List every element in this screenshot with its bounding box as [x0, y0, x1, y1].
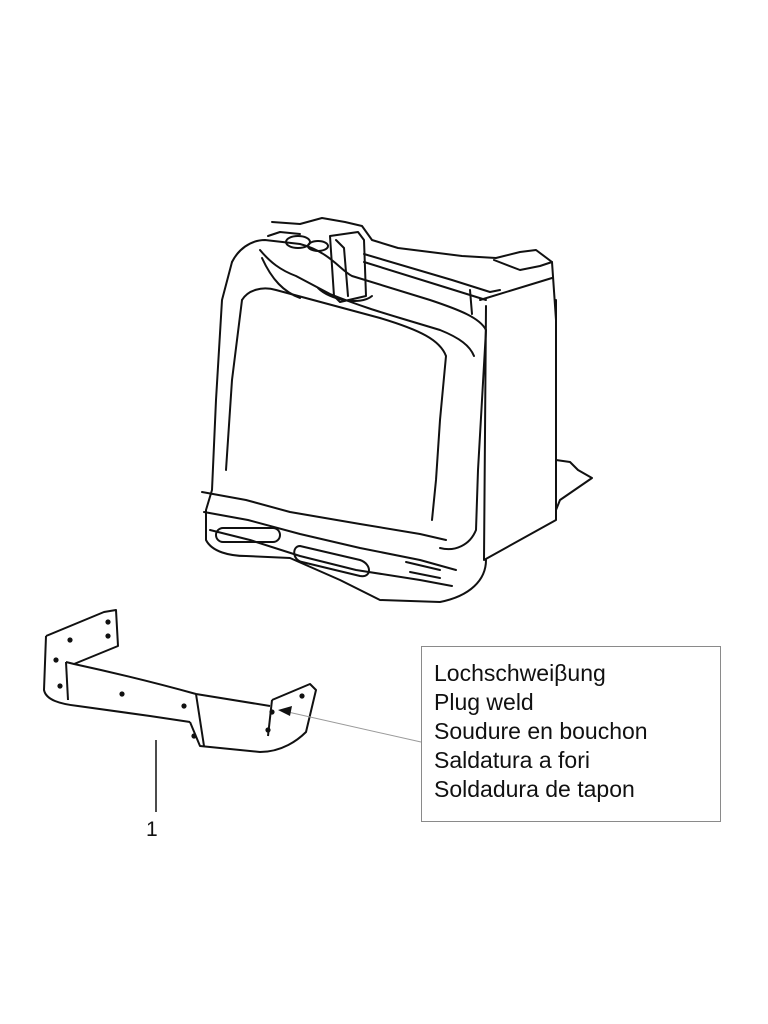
plug-weld-callout: Lochschweiβung Plug weld Soudure en bouc… [421, 646, 721, 822]
bracket-part-drawing [43, 609, 317, 753]
callout-line-spanish: Soldadura de tapon [434, 776, 635, 802]
callout-line-english: Plug weld [434, 689, 534, 715]
part-number-label: 1 [146, 818, 158, 841]
callout-line-german: Lochschweiβung [434, 660, 606, 686]
callout-line-italian: Saldatura a fori [434, 747, 590, 773]
plug-weld-leader [278, 706, 422, 743]
callout-line-french: Soudure en bouchon [434, 718, 648, 744]
truck-body-drawing [201, 217, 593, 603]
